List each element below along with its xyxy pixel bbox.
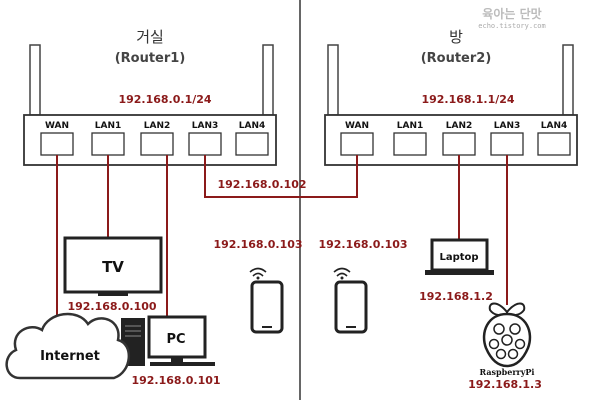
pc-ip: 192.168.0.101 xyxy=(131,374,220,387)
wifi-icon xyxy=(333,267,351,277)
router2-port-label-lan4: LAN4 xyxy=(541,121,568,131)
router2-port-lan1 xyxy=(393,132,427,156)
router1-port-label-wan: WAN xyxy=(45,121,69,131)
phone2-device: 192.168.0.103 xyxy=(318,238,408,334)
router1-lan-ip: 192.168.0.1/24 xyxy=(118,93,211,106)
router1-port-lan3 xyxy=(188,132,222,156)
phone1-device: 192.168.0.103 xyxy=(213,238,303,334)
tv-stand xyxy=(98,292,128,296)
watermark-url: echo.tistory.com xyxy=(478,22,545,30)
wifi-dot xyxy=(256,276,260,280)
raspberry-pi-icon xyxy=(482,302,532,368)
router2-port-label-lan1: LAN1 xyxy=(397,121,424,131)
watermark: 육아는 단맛 echo.tistory.com xyxy=(478,6,545,30)
router2: 방 (Router2) 192.168.1.1/24 WAN LAN1 LAN2… xyxy=(324,28,578,166)
internet-label: Internet xyxy=(40,349,100,364)
pc-label: PC xyxy=(166,332,185,347)
router1-room-label: 거실 xyxy=(136,28,164,46)
router2-lan-ip: 192.168.1.1/24 xyxy=(421,93,514,106)
laptop-ip: 192.168.1.2 xyxy=(419,290,493,303)
phone2-ip: 192.168.0.103 xyxy=(318,238,407,251)
router2-port-lan2 xyxy=(442,132,476,156)
tv-ip: 192.168.0.100 xyxy=(67,300,156,313)
router1-name-label: (Router1) xyxy=(115,51,186,66)
raspberry-label: RaspberryPi xyxy=(480,367,535,377)
router1: 거실 (Router1) 192.168.0.1/24 WAN LAN1 LAN… xyxy=(23,28,277,166)
laptop-device: Laptop 192.168.1.2 xyxy=(419,238,494,303)
router2-port-wan xyxy=(340,132,374,156)
wifi-icon xyxy=(249,267,267,277)
cable-router-link xyxy=(204,155,358,198)
raspberry-ip: 192.168.1.3 xyxy=(468,378,542,391)
tv-label: TV xyxy=(102,258,124,276)
router1-port-label-lan1: LAN1 xyxy=(95,121,122,131)
router1-port-wan xyxy=(40,132,74,156)
router1-port-lan1 xyxy=(91,132,125,156)
router2-room-label: 방 xyxy=(449,28,463,46)
router2-name-label: (Router2) xyxy=(421,51,492,66)
router2-port-label-wan: WAN xyxy=(345,121,369,131)
laptop-base xyxy=(425,270,494,275)
router1-port-label-lan2: LAN2 xyxy=(144,121,171,131)
raspberry-device: RaspberryPi 192.168.1.3 xyxy=(468,302,542,391)
smartphone-icon xyxy=(334,280,368,334)
phone1-ip: 192.168.0.103 xyxy=(213,238,302,251)
smartphone-icon xyxy=(250,280,284,334)
router2-port-lan3 xyxy=(490,132,524,156)
router2-port-lan4 xyxy=(537,132,571,156)
watermark-title: 육아는 단맛 xyxy=(482,6,541,21)
pc-keyboard-icon xyxy=(150,362,215,366)
router2-antenna-right xyxy=(562,44,574,116)
router2-wan-ip: 192.168.0.102 xyxy=(217,178,306,191)
wifi-dot xyxy=(340,276,344,280)
router1-antenna-left xyxy=(29,44,41,116)
router1-port-lan4 xyxy=(235,132,269,156)
router1-port-lan2 xyxy=(140,132,174,156)
pc-monitor-neck xyxy=(171,357,183,362)
router1-antenna-right xyxy=(262,44,274,116)
tv-icon xyxy=(63,236,163,294)
cloud-icon xyxy=(5,312,130,380)
laptop-label: Laptop xyxy=(439,252,478,263)
router1-port-label-lan4: LAN4 xyxy=(239,121,266,131)
router2-port-label-lan3: LAN3 xyxy=(494,121,521,131)
cables xyxy=(56,155,508,322)
router2-port-label-lan2: LAN2 xyxy=(446,121,473,131)
tv-device: TV 192.168.0.100 xyxy=(63,236,163,313)
router1-port-label-lan3: LAN3 xyxy=(192,121,219,131)
pc-device: PC 192.168.0.101 xyxy=(121,315,221,387)
router2-antenna-left xyxy=(327,44,339,116)
internet-cloud: Internet xyxy=(5,312,130,380)
